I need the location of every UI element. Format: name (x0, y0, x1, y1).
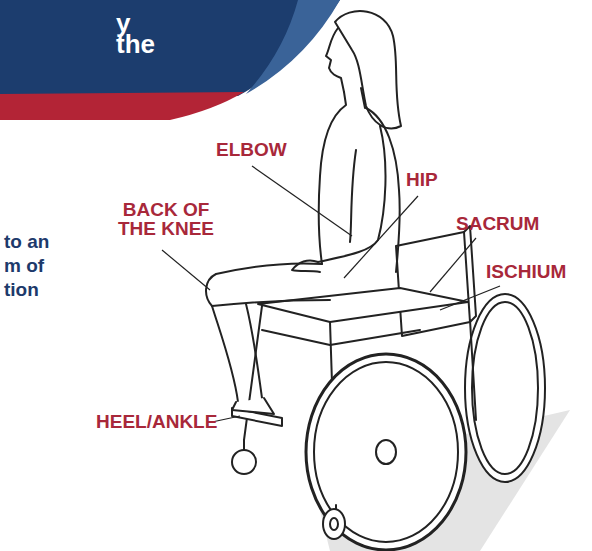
front-caster (323, 509, 345, 539)
body-part-label: ELBOW (216, 140, 287, 159)
leader-line (430, 238, 476, 292)
caster-hub (330, 518, 338, 530)
arm (318, 126, 386, 262)
rear-wheel-rim (472, 302, 538, 474)
hand (292, 260, 320, 272)
foot (232, 398, 274, 414)
frame-tube (262, 330, 420, 345)
neck (361, 88, 365, 108)
body-part-label: SACRUM (456, 214, 539, 233)
text-fragment: to an (4, 232, 49, 251)
hair (335, 11, 401, 128)
leader-line (440, 286, 500, 310)
torso-front (319, 92, 346, 264)
header-band (0, 0, 340, 96)
text-fragment: m of (4, 256, 44, 275)
body-part-label: BACK OF THE KNEE (110, 200, 222, 238)
leader-line (162, 250, 210, 290)
seat (258, 288, 468, 322)
frame-tube (470, 320, 476, 420)
calf (246, 304, 262, 398)
header-stripe (0, 92, 244, 120)
heading-fragment: the (116, 31, 155, 57)
header-accent (246, 0, 340, 94)
thigh (206, 263, 330, 306)
text-fragment: tion (4, 280, 39, 299)
shin (212, 306, 238, 402)
wheel-hub (376, 440, 396, 464)
face (326, 28, 344, 92)
main-wheel (306, 354, 466, 550)
leader-line (344, 196, 418, 278)
front-caster (232, 450, 256, 474)
push-rim (314, 362, 458, 542)
body-part-label: HEEL/ANKLE (96, 412, 217, 431)
arm-inner (350, 150, 356, 242)
backrest (396, 232, 470, 336)
leader-line (252, 166, 352, 236)
rear-wheel (465, 294, 545, 482)
body-part-label: ISCHIUM (486, 262, 566, 281)
body-part-label: HIP (406, 170, 438, 189)
